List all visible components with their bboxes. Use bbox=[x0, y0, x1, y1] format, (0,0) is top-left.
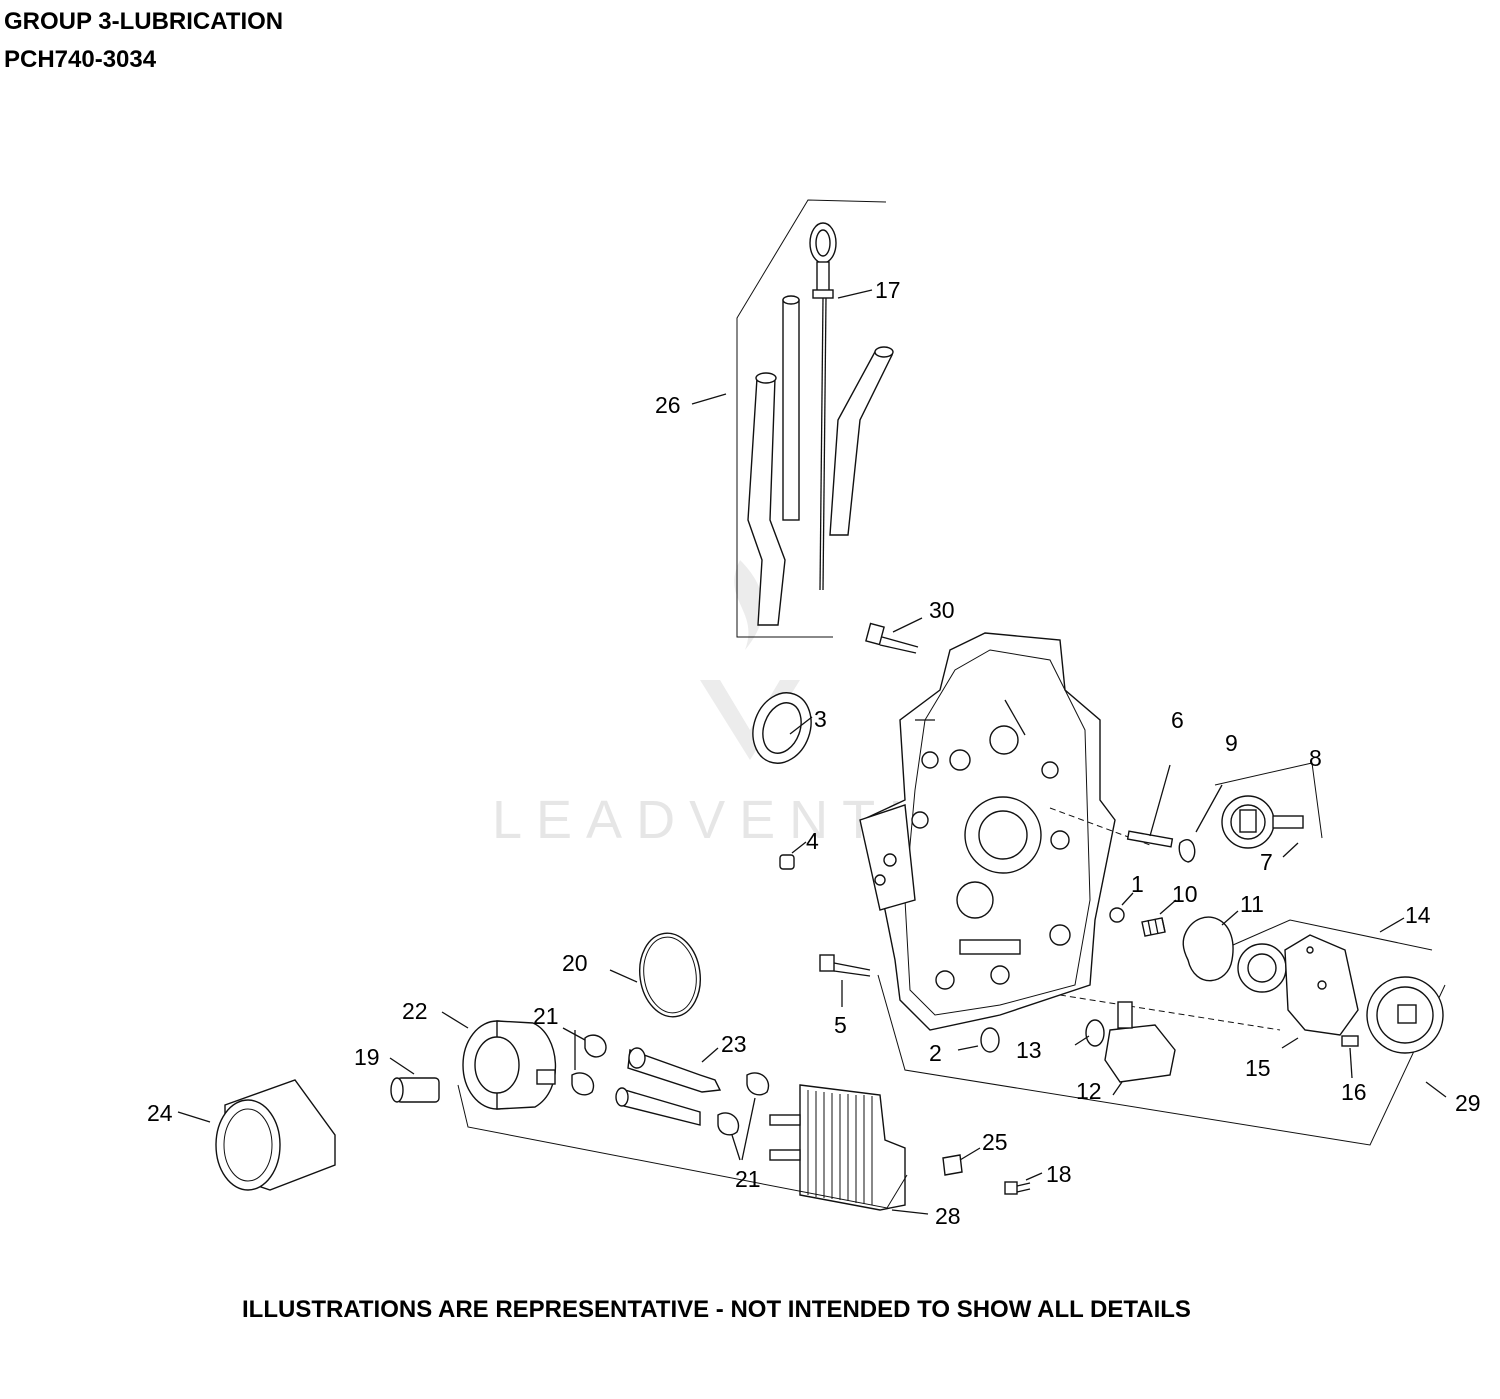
callout-6: 6 bbox=[1171, 707, 1184, 733]
screw-16 bbox=[1341, 1035, 1359, 1047]
o-ring-20 bbox=[639, 932, 701, 1018]
crankcase-cover bbox=[859, 632, 1116, 1031]
gear-shaft-assembly bbox=[1049, 762, 1323, 863]
bolt-5 bbox=[819, 954, 871, 1007]
filter-adapter-22 bbox=[441, 1011, 557, 1110]
callout-16: 16 bbox=[1341, 1079, 1367, 1105]
callout-19: 19 bbox=[354, 1044, 380, 1070]
pickup-assembly bbox=[957, 1001, 1176, 1096]
dipstick-rod bbox=[819, 297, 824, 591]
model-number: PCH740-3034 bbox=[4, 46, 157, 73]
clip-25 bbox=[942, 1147, 981, 1176]
callout-10: 10 bbox=[1172, 881, 1198, 907]
callout-11: 11 bbox=[1240, 891, 1264, 917]
o-ring-2 bbox=[980, 1027, 1000, 1053]
callout-25: 25 bbox=[982, 1129, 1008, 1155]
callout-22: 22 bbox=[402, 998, 428, 1024]
relief-valve-parts bbox=[1109, 892, 1239, 982]
oil-pump-assembly bbox=[1059, 917, 1444, 1079]
oil-filter-24 bbox=[177, 1079, 336, 1191]
pin-7 bbox=[1272, 815, 1304, 829]
callout-13: 13 bbox=[1016, 1037, 1042, 1063]
callout-5: 5 bbox=[834, 1012, 847, 1038]
callout-15: 15 bbox=[1245, 1055, 1271, 1081]
callout-18: 18 bbox=[1046, 1161, 1072, 1187]
nipple-19 bbox=[389, 1057, 440, 1103]
shaft-6 bbox=[1126, 830, 1174, 848]
dipstick-tube-straight bbox=[782, 299, 800, 521]
callout-12: 12 bbox=[1076, 1078, 1102, 1104]
callout-1: 1 bbox=[1131, 871, 1144, 897]
spring-10 bbox=[1141, 917, 1166, 937]
bolt-30 bbox=[865, 617, 923, 654]
oil-seal-3 bbox=[752, 692, 813, 764]
callout-28: 28 bbox=[935, 1203, 961, 1229]
gasket-11 bbox=[1182, 916, 1234, 982]
pickup-screen-12 bbox=[1104, 1024, 1176, 1083]
dipstick-tube-bent-right bbox=[829, 349, 893, 536]
callout-14: 14 bbox=[1405, 902, 1431, 928]
callout-9: 9 bbox=[1225, 730, 1238, 756]
callout-26: 26 bbox=[655, 392, 681, 418]
callout-23: 23 bbox=[721, 1031, 747, 1057]
dipstick-group bbox=[691, 199, 894, 638]
dipstick-cap bbox=[816, 261, 830, 293]
callout-7: 7 bbox=[1260, 849, 1273, 875]
dipstick-tube-bent-left bbox=[747, 377, 786, 626]
callout-21-top: 21 bbox=[533, 1003, 559, 1029]
callout-30: 30 bbox=[929, 597, 955, 623]
callout-20: 20 bbox=[562, 950, 588, 976]
hoses-23 bbox=[615, 1047, 722, 1126]
callout-24: 24 bbox=[147, 1100, 173, 1126]
callout-17: 17 bbox=[875, 277, 901, 303]
screw-18 bbox=[1004, 1172, 1043, 1195]
diagram-title: GROUP 3-LUBRICATION bbox=[4, 8, 284, 35]
callout-3: 3 bbox=[814, 706, 827, 732]
disclaimer-footer: ILLUSTRATIONS ARE REPRESENTATIVE - NOT I… bbox=[242, 1296, 1191, 1323]
clip-9 bbox=[1178, 839, 1196, 863]
hose-clamps-21 bbox=[562, 1027, 770, 1161]
oil-cooler-28 bbox=[769, 1084, 929, 1215]
callout-8: 8 bbox=[1309, 745, 1322, 771]
dowel-4 bbox=[779, 841, 807, 870]
callout-29: 29 bbox=[1455, 1090, 1481, 1116]
ball-1 bbox=[1109, 907, 1125, 923]
callout-21-bottom: 21 bbox=[735, 1166, 761, 1192]
callout-4: 4 bbox=[806, 828, 819, 854]
o-ring-13 bbox=[1085, 1019, 1105, 1047]
callout-2: 2 bbox=[929, 1040, 942, 1066]
